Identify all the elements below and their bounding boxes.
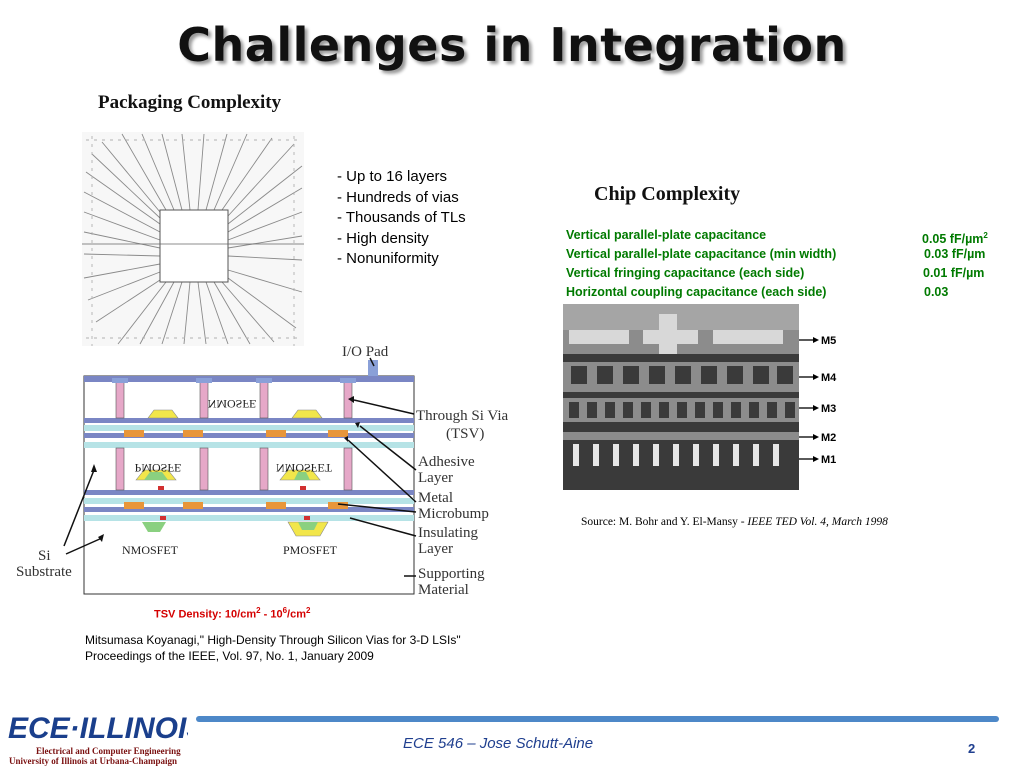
adhesive-label: Layer — [418, 470, 453, 486]
metal-label: Metal — [418, 490, 453, 506]
layer-label: M1 — [821, 454, 836, 466]
layer-label: M3 — [821, 403, 836, 415]
tsv-3d-stack-diagram: NMOSFE PMOSFE NMOSFET NMOSFET PMOSFET I/… — [16, 344, 508, 598]
tsv-citation: Mitsumasa Koyanagi," High-Density Throug… — [85, 632, 461, 664]
capacitance-row: Vertical fringing capacitance (each side… — [566, 264, 984, 283]
slide-title: Challenges in Integration — [177, 18, 847, 72]
capacitance-table: Vertical parallel-plate capacitance 0.05… — [566, 226, 988, 302]
layer-label: M2 — [821, 432, 836, 444]
chip-source-note: Source: M. Bohr and Y. El-Mansy - IEEE T… — [581, 516, 888, 528]
microbump-label: Microbump — [418, 506, 489, 522]
capacitance-label: Horizontal coupling capacitance (each si… — [566, 285, 827, 299]
substrate-label: Substrate — [16, 564, 72, 580]
logo-department-text: Electrical and Computer Engineering — [36, 746, 181, 756]
layer-label: M4 — [821, 372, 837, 384]
device-label: NMOSFE — [208, 397, 257, 411]
citation-line: Mitsumasa Koyanagi," High-Density Throug… — [85, 633, 461, 647]
footer-divider — [196, 716, 999, 722]
device-label: NMOSFET — [276, 461, 333, 475]
capacitance-value: 0.05 fF/µm2 — [922, 231, 988, 247]
device-label: NMOSFET — [122, 543, 179, 557]
bullet-item: - Thousands of TLs — [337, 209, 466, 226]
chip-complexity-heading: Chip Complexity — [594, 183, 741, 205]
device-label: PMOSFET — [283, 543, 338, 557]
adhesive-label: Adhesive — [418, 454, 475, 470]
insulating-label: Layer — [418, 541, 453, 557]
logo-university-text: University of Illinois at Urbana-Champai… — [9, 756, 178, 766]
supporting-label: Supporting — [418, 566, 485, 582]
packaging-complexity-heading: Packaging Complexity — [98, 92, 282, 113]
bullet-item: - Hundreds of vias — [337, 188, 459, 206]
svg-text:ECE·ILLINOIS: ECE·ILLINOIS — [8, 712, 188, 745]
package-substrate-image — [82, 132, 304, 346]
si-label: Si — [38, 548, 51, 564]
capacitance-row: Vertical parallel-plate capacitance 0.05… — [566, 226, 988, 246]
io-pad-label: I/O Pad — [342, 344, 389, 360]
capacitance-row: Horizontal coupling capacitance (each si… — [566, 283, 948, 302]
chip-cross-section-image: M5 M4 M3 M2 M1 — [563, 304, 837, 490]
bullet-item: - Up to 16 layers — [337, 168, 448, 185]
footer-course-text: ECE 546 – Jose Schutt-Aine — [403, 735, 594, 752]
capacitance-value: 0.03 — [924, 285, 949, 299]
capacitance-row: Vertical parallel-plate capacitance (min… — [566, 245, 985, 264]
capacitance-value: 0.01 fF/µm — [923, 266, 985, 280]
ece-illinois-logo: ECE·ILLINOIS — [8, 712, 188, 745]
citation-line: Proceedings of the IEEE, Vol. 97, No. 1,… — [85, 649, 374, 663]
capacitance-value: 0.03 fF/µm — [924, 247, 986, 261]
capacitance-label: Vertical parallel-plate capacitance — [566, 228, 767, 242]
bullet-item: - Nonuniformity — [337, 250, 439, 267]
bullet-item: - High density — [337, 229, 429, 247]
device-label: PMOSFE — [135, 461, 182, 475]
supporting-label: Material — [418, 582, 469, 598]
capacitance-label: Vertical parallel-plate capacitance (min… — [566, 247, 837, 261]
tsv-label-abbrev: (TSV) — [446, 426, 484, 442]
tsv-density-note: TSV Density: 10/cm2 - 106/cm2 — [154, 606, 311, 621]
layer-label: M5 — [821, 335, 836, 347]
packaging-bullet-list: - Up to 16 layers - Hundreds of vias - T… — [337, 167, 466, 270]
capacitance-label: Vertical fringing capacitance (each side… — [566, 266, 805, 280]
tsv-label: Through Si Via — [416, 408, 508, 424]
page-number: 2 — [968, 741, 976, 756]
insulating-label: Insulating — [418, 525, 478, 541]
